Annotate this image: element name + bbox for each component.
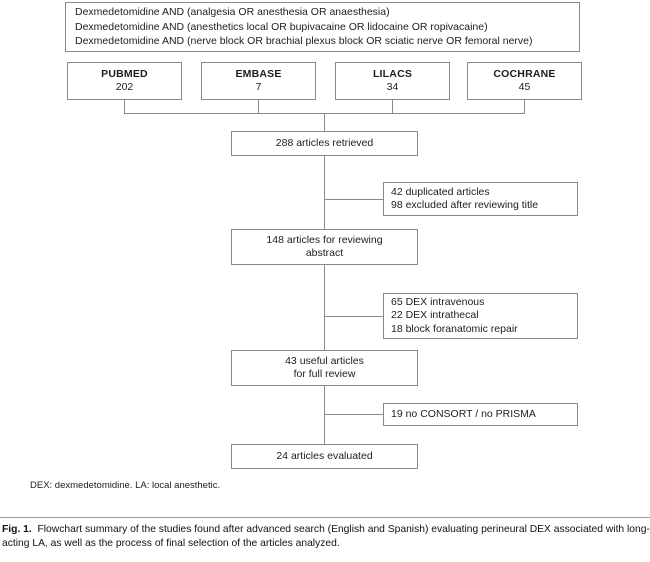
flow-box-abstract-line-2: abstract: [305, 247, 344, 259]
database-name-embase: EMBASE: [235, 68, 282, 80]
exclusion-2-line-3: 18 block foranatomic repair: [391, 322, 518, 335]
exclusion-1-line-1: 42 duplicated articles: [391, 185, 490, 198]
exclusion-box-reporting-standards: 19 no CONSORT / no PRISMA: [383, 403, 578, 426]
exclusion-2-line-1: 65 DEX intravenous: [391, 295, 485, 308]
database-count-pubmed: 202: [115, 81, 134, 93]
flow-box-useful-articles-full-review: 43 useful articles for full review: [231, 350, 418, 386]
connector-spine-useful-to-evaluated: [324, 386, 325, 444]
flow-box-articles-evaluated: 24 articles evaluated: [231, 444, 418, 469]
flow-box-articles-retrieved: 288 articles retrieved: [231, 131, 418, 156]
exclusion-1-line-2: 98 excluded after reviewing title: [391, 199, 539, 211]
database-box-embase: EMBASE 7: [201, 62, 316, 100]
exclusion-box-route: 65 DEX intravenous 22 DEX intrathecal 18…: [383, 293, 578, 339]
database-box-cochrane: COCHRANE 45: [467, 62, 582, 100]
figure-caption: Fig. 1. Flowchart summary of the studies…: [2, 523, 650, 551]
exclusion-2-line-2: 22 DEX intrathecal: [391, 309, 479, 322]
connector-branch-exclusion-1: [324, 199, 383, 200]
database-name-pubmed: PUBMED: [101, 68, 148, 80]
abbreviation-note: DEX: dexmedetomidine. LA: local anesthet…: [30, 480, 221, 491]
caption-divider: [0, 517, 650, 518]
database-name-lilacs: LILACS: [372, 68, 413, 80]
database-box-lilacs: LILACS 34: [335, 62, 450, 100]
connector-branch-exclusion-3: [324, 414, 383, 415]
connector-stub-embase: [258, 100, 259, 113]
exclusion-box-duplicates-title: 42 duplicated articles 98 excluded after…: [383, 182, 578, 216]
database-count-cochrane: 45: [518, 81, 531, 93]
flow-box-useful-line-2: for full review: [293, 368, 356, 380]
database-name-cochrane: COCHRANE: [493, 68, 556, 80]
flow-box-retrieved-line-1: 288 articles retrieved: [275, 136, 374, 149]
flow-box-useful-line-1: 43 useful articles: [285, 354, 364, 367]
database-count-lilacs: 34: [386, 81, 399, 93]
database-count-embase: 7: [255, 81, 262, 93]
figure-caption-text: Flowchart summary of the studies found a…: [2, 524, 650, 549]
exclusion-3-line-1: 19 no CONSORT / no PRISMA: [391, 407, 536, 420]
connector-spine-retrieved-to-abstract: [324, 156, 325, 229]
connector-stub-lilacs: [392, 100, 393, 113]
figure-caption-label: Fig. 1.: [2, 524, 32, 535]
search-query-box: Dexmedetomidine AND (analgesia OR anesth…: [65, 2, 580, 52]
connector-manifold-drop: [324, 113, 325, 131]
flow-box-evaluated-line-1: 24 articles evaluated: [276, 449, 373, 462]
connector-branch-exclusion-2: [324, 316, 383, 317]
database-box-pubmed: PUBMED 202: [67, 62, 182, 100]
query-line-3: Dexmedetomidine AND (nerve block OR brac…: [75, 35, 533, 48]
query-line-1: Dexmedetomidine AND (analgesia OR anesth…: [75, 6, 390, 19]
query-line-2: Dexmedetomidine AND (anesthetics local O…: [75, 20, 488, 33]
connector-stub-pubmed: [124, 100, 125, 113]
flow-box-articles-for-reviewing-abstract: 148 articles for reviewing abstract: [231, 229, 418, 265]
flow-box-abstract-line-1: 148 articles for reviewing: [266, 233, 383, 246]
connector-stub-cochrane: [524, 100, 525, 113]
connector-spine-abstract-to-useful: [324, 265, 325, 350]
